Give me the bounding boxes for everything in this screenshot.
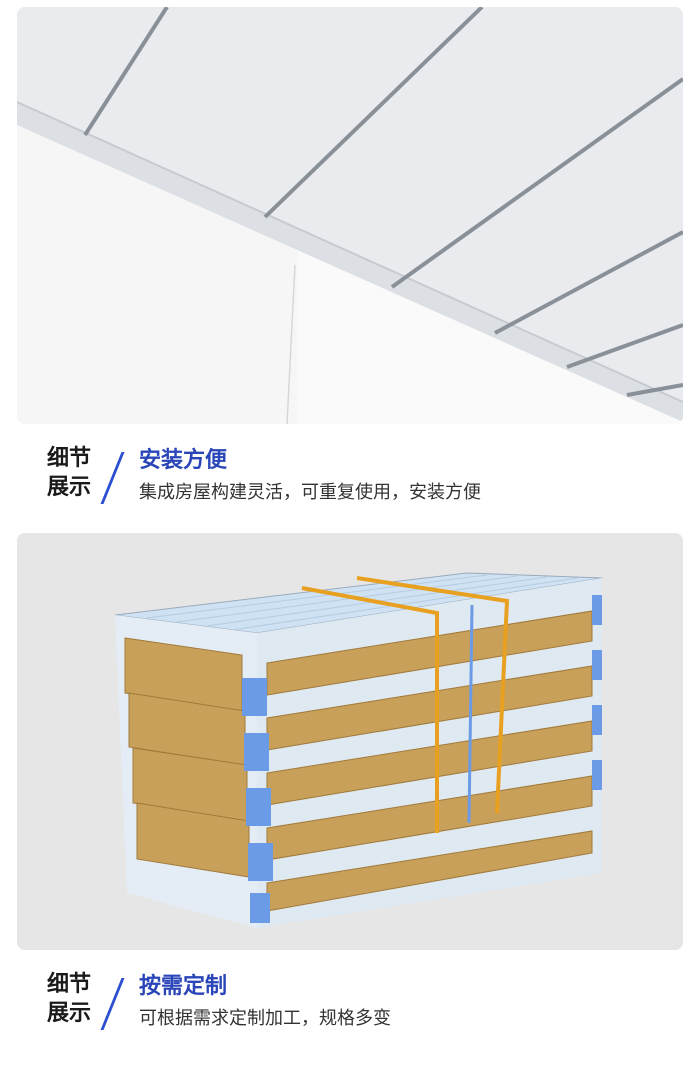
- ceiling-detail-image: [17, 7, 683, 424]
- section-subtitle: 集成房屋构建灵活，可重复使用，安装方便: [139, 482, 481, 503]
- tag-line-1: 细节: [47, 446, 92, 471]
- detail-tag: 细节展示: [47, 444, 107, 502]
- tag-line-2: 展示: [47, 1001, 92, 1026]
- section-title: 按需定制: [139, 974, 228, 999]
- tag-line-2: 展示: [47, 475, 92, 500]
- detail-tag: 细节展示: [47, 970, 107, 1028]
- section-caption-custom: 细节展示 按需定制 可根据需求定制加工，规格多变: [47, 970, 667, 1034]
- tag-line-1: 细节: [47, 972, 92, 997]
- section-subtitle: 可根据需求定制加工，规格多变: [139, 1008, 391, 1029]
- container-stack-image: [17, 533, 683, 950]
- section-title: 安装方便: [139, 448, 228, 473]
- section-caption-install: 细节展示 安装方便 集成房屋构建灵活，可重复使用，安装方便: [47, 444, 667, 508]
